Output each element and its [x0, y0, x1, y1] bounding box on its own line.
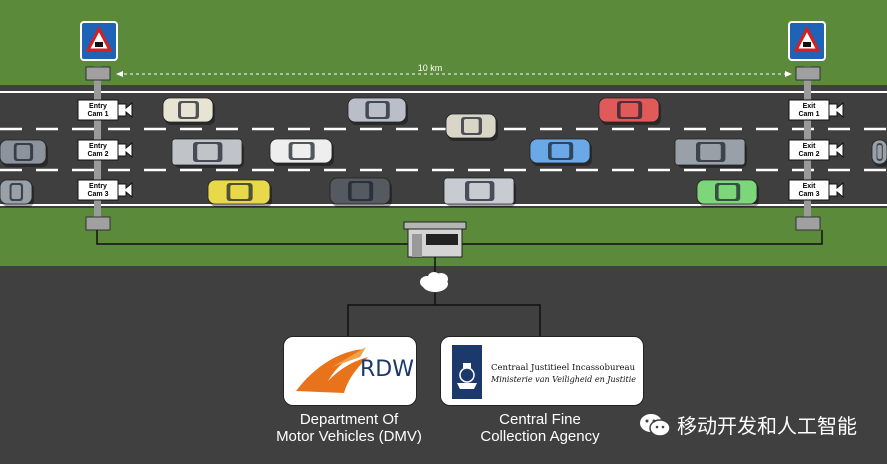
distance-arrow-left-icon: [116, 71, 123, 77]
car: [696, 179, 759, 207]
rdw-logo-card: RDW: [283, 336, 417, 406]
car: [598, 97, 661, 125]
vehicles: [0, 97, 887, 207]
entry-speed-camera-sign-icon: [80, 21, 118, 61]
cjib-logo-line2: Ministerie van Veiligheid en Justitie: [491, 375, 637, 384]
rdw-caption-line2: Motor Vehicles (DMV): [276, 428, 422, 445]
rdw-caption-line1: Department Of: [299, 411, 399, 428]
entry-cam-1-label: Cam 1: [87, 111, 108, 118]
rdw-swoosh-icon: [296, 347, 368, 393]
distance-arrow-right-icon: [785, 71, 792, 77]
cjib-logo-line1: Centraal Justitieel Incassobureau: [491, 363, 636, 373]
car: [0, 179, 34, 207]
entry-gantry-cap-bottom: [85, 216, 111, 231]
van: [443, 177, 516, 207]
camera-icon: [117, 181, 133, 199]
exit-cam-2-label: Cam 2: [798, 151, 819, 158]
car: [529, 138, 592, 166]
watermark: 移动开发和人工智能: [639, 410, 857, 439]
car: [445, 113, 498, 141]
van: [674, 138, 747, 168]
entry-gantry-cap-top: [85, 66, 111, 81]
cjib-caption: Central Fine Collection Agency: [450, 411, 630, 445]
grass-top: [0, 0, 887, 85]
cloud-icon: [420, 272, 448, 292]
cjib-logo-card: Centraal Justitieel Incassobureau Minist…: [440, 336, 644, 406]
server-building-icon: [403, 221, 467, 258]
road-edge-bottom: [0, 204, 887, 206]
camera-icon: [828, 101, 844, 119]
exit-cam-3-label: Exit: [803, 183, 817, 190]
watermark-text: 移动开发和人工智能: [677, 414, 857, 438]
car: [871, 139, 887, 167]
camera-icon: [117, 101, 133, 119]
exit-gantry-cap-bottom: [795, 216, 821, 231]
entry-cam-2-label: Entry: [89, 143, 107, 150]
car: [347, 97, 408, 125]
car: [329, 177, 392, 207]
car: [162, 97, 215, 125]
cjib-caption-line2: Collection Agency: [480, 428, 600, 445]
entry-cam-1-label: Entry: [89, 103, 107, 110]
rdw-logo-text: RDW: [360, 357, 414, 382]
rdw-caption: Department Of Motor Vehicles (DMV): [258, 411, 440, 445]
car: [269, 138, 334, 166]
agency-network-cable: [347, 304, 541, 337]
distance-label: 10 km: [418, 63, 443, 73]
exit-cam-3-label: Cam 3: [798, 191, 819, 198]
exit-gantry-cap-top: [795, 66, 821, 81]
cjib-caption-line1: Central Fine: [499, 411, 581, 428]
wechat-icon: [640, 413, 671, 437]
van: [171, 138, 244, 168]
car: [0, 139, 48, 167]
cjib-crest-icon: [452, 345, 482, 399]
camera-icon: [117, 141, 133, 159]
entry-cam-2-label: Cam 2: [87, 151, 108, 158]
road-edge-top: [0, 91, 887, 93]
exit-cam-2-label: Exit: [803, 143, 817, 150]
camera-icon: [828, 141, 844, 159]
camera-icon: [828, 181, 844, 199]
entry-cam-3-label: Entry: [89, 183, 107, 190]
exit-cam-1-label: Exit: [803, 103, 817, 110]
exit-speed-camera-sign-icon: [788, 21, 826, 61]
entry-cam-3-label: Cam 3: [87, 191, 108, 198]
exit-cam-1-label: Cam 1: [798, 111, 819, 118]
car: [207, 179, 272, 207]
